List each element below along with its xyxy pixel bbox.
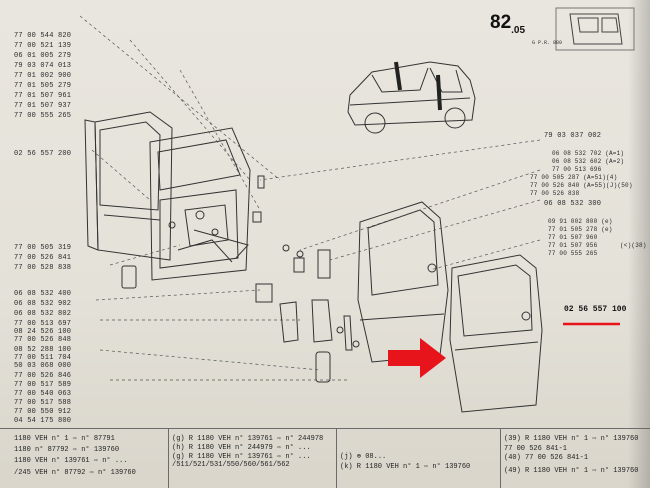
page-number: 82.05: [490, 12, 526, 36]
part-number: 77 01 505 279: [14, 82, 72, 90]
part-number: 77 00 513 696: [552, 166, 602, 173]
part-number: 06 08 532 902: [14, 300, 72, 308]
part-number: 77 00 540 063: [14, 390, 72, 398]
table-row: (49) R 1180 VEH n° 1 ⇨ n° 139760: [504, 467, 639, 475]
table-row: (g) R 1180 VEH n° 139761 ⇨ n° ...: [172, 453, 311, 461]
table-row: (j) ⊕ 08...: [340, 453, 387, 461]
part-number: 77 00 528 838: [14, 264, 72, 272]
part-number: 77 00 526 848: [14, 336, 72, 344]
part-number: 77 00 526 846: [14, 372, 72, 380]
part-number: 50 03 068 000: [14, 362, 72, 370]
part-number: 08 52 288 100: [14, 346, 72, 354]
part-number: 77 01 507 961: [14, 92, 72, 100]
part-number: 77 00 555 265: [548, 250, 598, 257]
part-number: 77 00 526 840 (A=55)(J)(50): [530, 182, 633, 189]
part-number: 77 00 544 820: [14, 32, 72, 40]
table-row: 1180 VEH n° 1 ⇨ n° 87791: [14, 435, 115, 443]
part-number: 79 03 074 013: [14, 62, 72, 70]
page-sub-code: G P.R. 880: [532, 40, 563, 46]
table-row: /245 VEH n° 87792 ⇨ n° 139760: [14, 469, 136, 477]
part-number: 77 00 555 265: [14, 112, 72, 120]
part-number: 77 01 505 278 (e): [548, 226, 613, 233]
part-number: 77 00 526 838: [530, 190, 580, 197]
part-number: 77 00 511 704: [14, 354, 72, 362]
table-row: (g) R 1180 VEH n° 139761 ⇨ n° 244978: [172, 435, 324, 443]
table-row: (h) R 1180 VEH n° 244979 ⇨ n° ...: [172, 444, 311, 452]
part-number: 06 08 532 802: [14, 310, 72, 318]
part-number: 77 01 507 960: [548, 234, 598, 241]
part-number: 77 00 521 139: [14, 42, 72, 50]
table-row: /511/521/531/550/560/561/562: [172, 461, 290, 469]
table-row: 1180 n° 87792 ⇨ n° 139760: [14, 446, 120, 454]
main-part-number: 02 56 557 100: [564, 305, 627, 314]
part-number: 77 01 507 956: [548, 242, 598, 249]
page-edge-shadow: [628, 0, 650, 488]
part-number: 06 08 532 602 (A=2): [552, 158, 625, 165]
part-number: 77 00 550 912: [14, 408, 72, 416]
part-number: 77 00 513 697: [14, 320, 72, 328]
part-number: 77 00 517 588: [14, 399, 72, 407]
highlight-arrow: [388, 338, 446, 378]
part-number: 06 08 532 300: [544, 200, 602, 208]
part-number: 79 03 037 002: [544, 132, 602, 140]
table-row: (39) R 1180 VEH n° 1 ⇨ n° 139760: [504, 435, 639, 443]
table-row: 77 00 526 841-1: [504, 445, 568, 453]
part-number: 77 00 526 841: [14, 254, 72, 262]
table-row: (k) R 1180 VEH n° 1 ⇨ n° 139760: [340, 463, 471, 471]
part-number: 02 56 557 200: [14, 150, 72, 158]
part-note: (<)(38): [620, 242, 647, 249]
part-number: 09 91 002 800 (e): [548, 218, 613, 225]
table-row: (40) 77 00 526 841-1: [504, 454, 589, 462]
vehicle-range-table: 1180 VEH n° 1 ⇨ n° 87791 1180 n° 87792 ⇨…: [0, 428, 650, 488]
part-number: 06 08 532 702 (A=1): [552, 150, 625, 157]
table-row: 1180 VEH n° 139761 ⇨ n° ...: [14, 457, 128, 465]
part-number: 06 01 005 279: [14, 52, 72, 60]
part-number: 77 00 505 319: [14, 244, 72, 252]
part-number: 77 01 507 937: [14, 102, 72, 110]
part-number: 77 01 002 900: [14, 72, 72, 80]
part-number: 77 00 517 589: [14, 381, 72, 389]
part-number: 04 54 175 800: [14, 417, 72, 425]
part-number: 08 24 526 100: [14, 328, 72, 336]
part-number: 77 00 505 287 (A=51)(4): [530, 174, 618, 181]
part-number: 06 08 532 400: [14, 290, 72, 298]
